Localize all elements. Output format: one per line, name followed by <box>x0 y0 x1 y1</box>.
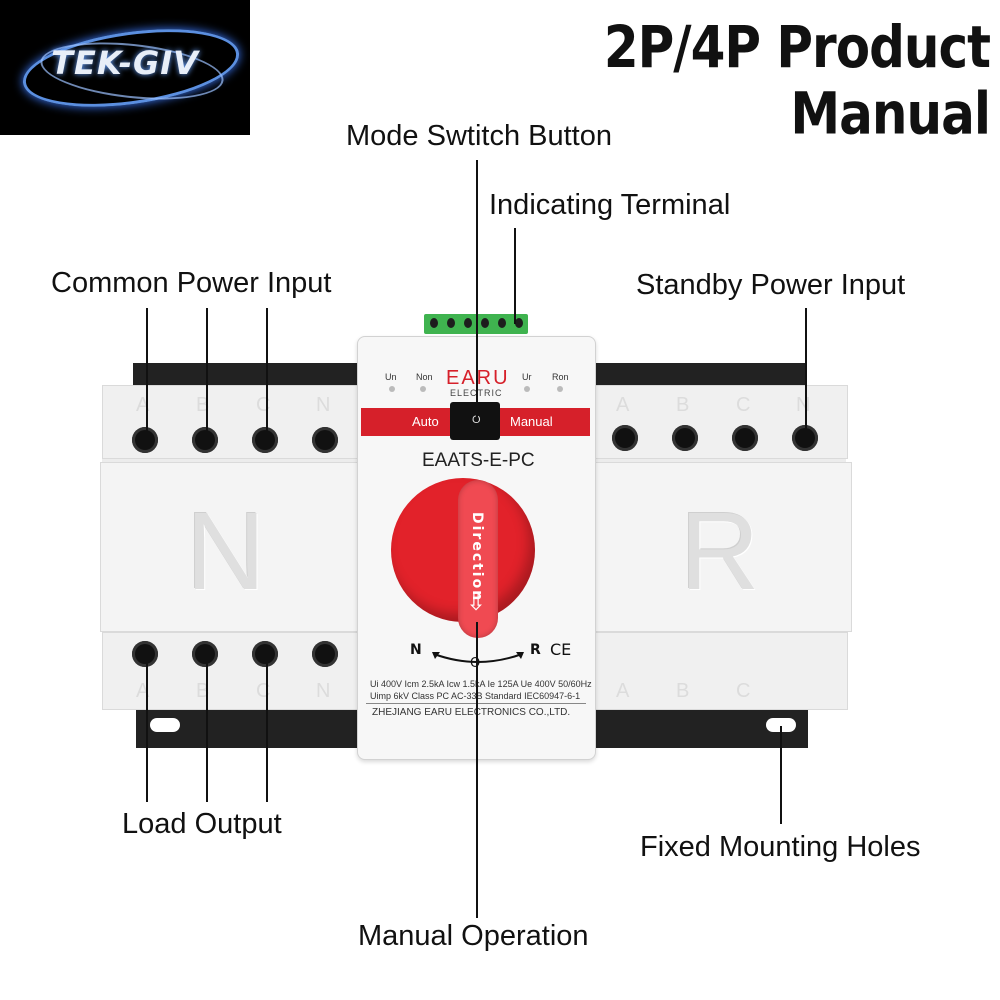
knob-grip[interactable] <box>458 480 498 638</box>
terminal-screw <box>132 427 158 453</box>
terminal-screw <box>192 641 218 667</box>
indicator-label-un: Un <box>385 372 397 382</box>
callout-line <box>146 656 148 802</box>
terminal-screw <box>312 641 338 667</box>
callout-line <box>805 308 807 440</box>
callout-indicating-terminal: Indicating Terminal <box>489 189 731 221</box>
callout-standby-power-input: Standby Power Input <box>636 269 906 301</box>
din-rail-top-left <box>133 363 358 385</box>
ce-mark: CE <box>550 640 572 659</box>
right-bottom-terminal-block <box>594 632 848 710</box>
left-module-letter: N <box>186 490 266 613</box>
right-center-block <box>594 462 852 632</box>
page-title: 2P/4P Product Manual <box>603 14 991 148</box>
mode-switch-button[interactable]: O <box>450 402 500 440</box>
callout-load-output: Load Output <box>122 808 282 840</box>
callout-fixed-mounting-holes: Fixed Mounting Holes <box>640 831 921 863</box>
indicator-led <box>524 386 530 392</box>
phase-letter: C <box>256 680 271 702</box>
callout-line <box>266 308 268 442</box>
phase-letter: N <box>796 394 811 416</box>
phase-letter: C <box>736 394 751 416</box>
callout-line <box>476 622 478 918</box>
spec-line-2: Uimp 6kV Class PC AC-33B Standard IEC609… <box>370 691 581 701</box>
mode-auto-label: Auto <box>412 414 439 429</box>
indicator-label-non: Non <box>416 372 433 382</box>
terminal-screw <box>430 318 438 328</box>
callout-line <box>266 656 268 802</box>
terminal-screw <box>732 425 758 451</box>
mounting-hole-left <box>150 718 180 732</box>
model-number: EAATS-E-PC <box>422 450 535 471</box>
indicator-led <box>557 386 563 392</box>
brand-logo: TEK-GIV <box>0 0 250 135</box>
indicator-label-ron: Ron <box>552 372 569 382</box>
terminal-screw <box>498 318 506 328</box>
phase-letter: N <box>316 394 331 416</box>
callout-line <box>206 308 208 442</box>
callout-manual-operation: Manual Operation <box>358 920 589 952</box>
phase-letter: C <box>256 394 271 416</box>
terminal-screw <box>481 318 489 328</box>
terminal-screw <box>252 641 278 667</box>
mode-manual-label: Manual <box>510 414 553 429</box>
position-r: R <box>530 642 541 658</box>
phase-letter: C <box>736 680 751 702</box>
callout-line <box>780 726 782 824</box>
phase-letter: A <box>616 680 630 702</box>
callout-line <box>146 308 148 442</box>
mounting-hole-right <box>766 718 796 732</box>
indicator-label-ur: Ur <box>522 372 532 382</box>
indicator-led <box>389 386 395 392</box>
position-o: O <box>470 656 480 671</box>
callout-mode-switch: Mode Swtitch Button <box>346 120 612 152</box>
terminal-screw <box>464 318 472 328</box>
callout-common-power-input: Common Power Input <box>51 267 332 299</box>
callout-line <box>514 228 516 324</box>
manufacturer-name: ZHEJIANG EARU ELECTRONICS CO.,LTD. <box>372 707 571 718</box>
indicator-led <box>420 386 426 392</box>
direction-arrow-icon: ⇩ <box>466 588 487 616</box>
phase-letter: B <box>676 394 690 416</box>
din-rail-top-right <box>594 363 806 385</box>
terminal-screw <box>192 427 218 453</box>
callout-line <box>206 656 208 802</box>
logo-text: TEK-GIV <box>51 44 199 82</box>
rotation-arrows-icon <box>432 652 524 663</box>
terminal-screw <box>312 427 338 453</box>
spec-line-1: Ui 400V Icm 2.5kA Icw 1.5kA Ie 125A Ue 4… <box>370 679 592 689</box>
terminal-screw <box>252 427 278 453</box>
terminal-screw <box>672 425 698 451</box>
terminal-screw <box>132 641 158 667</box>
brand-subtitle: ELECTRIC <box>450 388 503 398</box>
terminal-screw <box>612 425 638 451</box>
phase-letter: B <box>676 680 690 702</box>
position-n: N <box>410 642 422 658</box>
phase-letter: A <box>616 394 630 416</box>
terminal-screw <box>447 318 455 328</box>
right-module-letter: R <box>680 490 760 613</box>
phase-letter: N <box>316 680 331 702</box>
callout-line <box>476 160 478 422</box>
terminal-screw <box>515 318 523 328</box>
